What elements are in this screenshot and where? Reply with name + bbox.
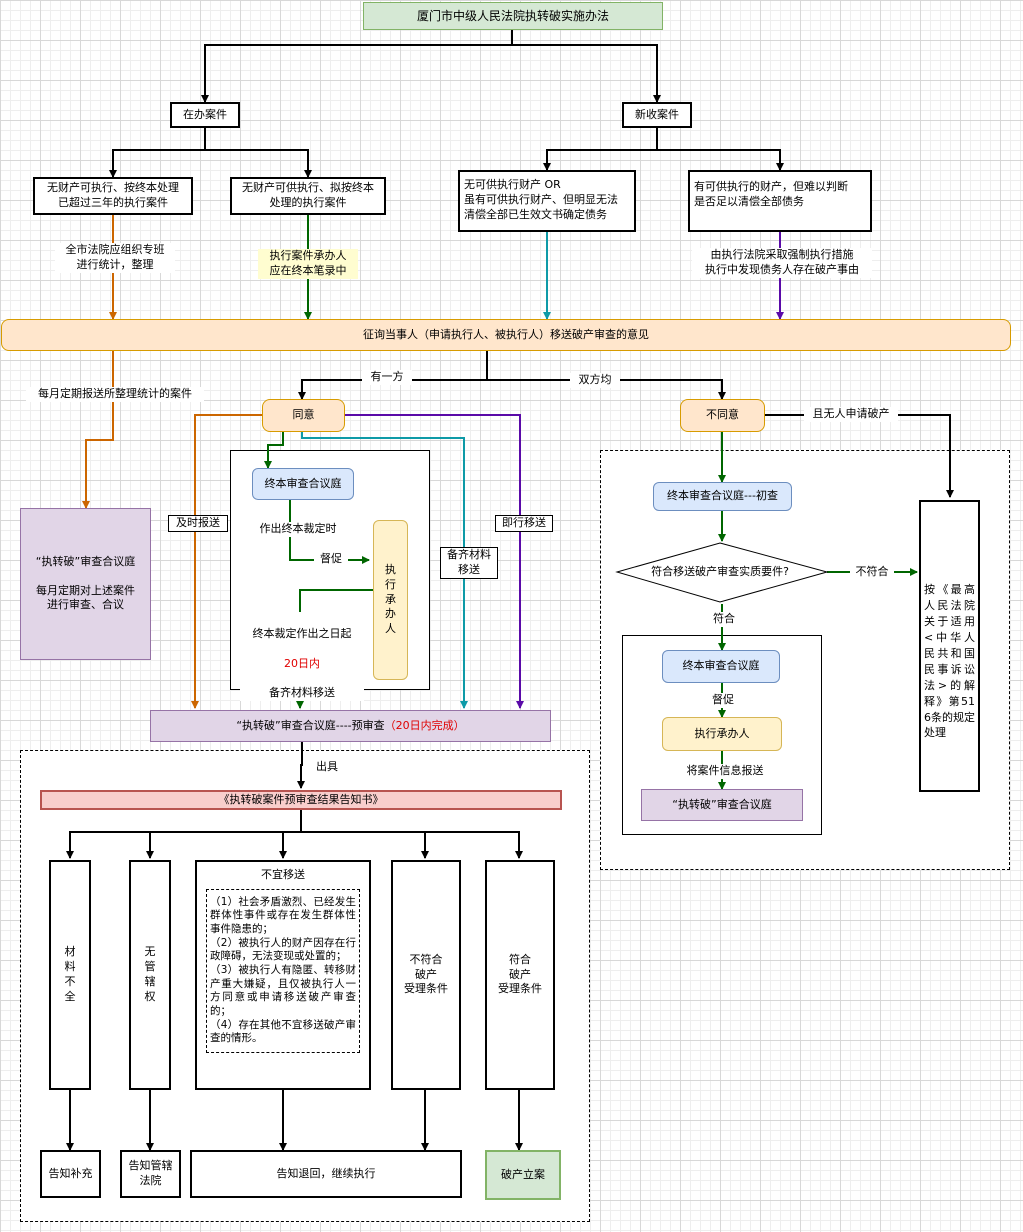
edge-label-issue: 出具 xyxy=(310,760,344,775)
case-node-4: 有可供执行的财产，但难以判断 是否足以清偿全部债务 xyxy=(688,170,872,232)
edge-label-city-courts: 全市法院应组织专班 进行统计，整理 xyxy=(55,243,175,273)
outcome-meet-criteria: 符合 破产 受理条件 xyxy=(485,860,555,1090)
agree-node: 同意 xyxy=(262,399,345,432)
pre-review-main: “执转破”审查合议庭----预审查 xyxy=(236,718,385,732)
deadline-days: 20日内 xyxy=(284,656,320,670)
disagree-node: 不同意 xyxy=(680,399,765,432)
consult-parties-node: 征询当事人（申请执行人、被执行人）移送破产审查的意见 xyxy=(1,319,1011,351)
outcome-not-suitable: 不宜移送 （1）社会矛盾激烈、已经发生群体性事件或存在发生群体性事件隐患的； （… xyxy=(195,860,371,1090)
edge-label-court-measures: 由执行法院采取强制执行措施 执行中发现债务人存在破产事由 xyxy=(692,248,872,278)
edge-label-monthly-report: 每月定期报送所整理统计的案件 xyxy=(26,387,204,402)
edge-label-not-meet: 不符合 xyxy=(850,565,894,580)
initial-review-panel: 终本审查合议庭---初查 xyxy=(653,482,792,511)
decision-text: 符合移送破产审查实质要件? xyxy=(651,564,789,578)
case-handler-vertical: 执 行 承 办 人 xyxy=(373,520,408,680)
edge-label-immediate: 即行移送 xyxy=(495,515,553,532)
edge-label-ruling-time: 作出终本裁定时 xyxy=(248,522,348,537)
outcome-incomplete-materials: 材 料 不 全 xyxy=(49,860,91,1090)
left-collegial-desc: 每月定期对上述案件 进行审查、合议 xyxy=(36,583,135,612)
collegial-panel-right: “执转破”审查合议庭 xyxy=(641,789,803,821)
deadline-pre: 终本裁定作出之日起 xyxy=(252,626,352,640)
edge-label-handler-record: 执行案件承办人 应在终本笔录中 xyxy=(258,249,358,279)
decision-diamond xyxy=(615,542,829,603)
final-notify-jurisdiction: 告知管辖 法院 xyxy=(120,1150,181,1198)
page-title: 厦门市中级人民法院执转破实施办法 xyxy=(363,2,663,30)
case-node-2: 无财产可供执行、拟按终本 处理的执行案件 xyxy=(230,177,386,215)
left-collegial-title: “执转破”审查合议庭 xyxy=(35,554,136,568)
case-node-1: 无财产可执行、按终本处理 已超过三年的执行案件 xyxy=(33,177,193,215)
not-suitable-title: 不宜移送 xyxy=(261,868,305,881)
final-review-panel-right: 终本审查合议庭 xyxy=(662,650,780,683)
final-bankruptcy-filing: 破产立案 xyxy=(485,1150,561,1200)
edge-label-supervise: 督促 xyxy=(314,552,348,567)
edge-label-meet: 符合 xyxy=(707,612,741,627)
deadline-post: 备齐材料移送 xyxy=(269,686,335,700)
pre-review-note: （20日内完成） xyxy=(384,718,465,732)
edge-label-supervise-2: 督促 xyxy=(706,693,740,708)
active-cases-node: 在办案件 xyxy=(170,102,240,128)
new-cases-node: 新收案件 xyxy=(622,102,692,128)
edge-label-prepare-materials: 备齐材料 移送 xyxy=(440,547,498,579)
pre-review-panel: “执转破”审查合议庭----预审查（20日内完成） xyxy=(150,710,551,742)
outcome-no-jurisdiction: 无 管 辖 权 xyxy=(129,860,171,1090)
edge-label-timely: 及时报送 xyxy=(168,515,228,532)
final-notify-supplement: 告知补充 xyxy=(40,1150,101,1198)
edge-label-both-sides: 双方均 xyxy=(570,373,620,388)
law-reference-box: 按《最高人民法院关于适用<中华人民共和国民事诉讼法>的解释》第516条的规定处理 xyxy=(919,500,980,792)
edge-label-report-info: 将案件信息报送 xyxy=(675,764,775,779)
final-review-panel-left: 终本审查合议庭 xyxy=(252,468,354,500)
not-suitable-list: （1）社会矛盾激烈、已经发生群体性事件或存在发生群体性事件隐患的； （2）被执行… xyxy=(206,888,360,1053)
final-return-continue: 告知退回，继续执行 xyxy=(190,1150,462,1198)
edge-label-no-applicant: 且无人申请破产 xyxy=(804,407,898,422)
notice-document: 《执转破案件预审查结果告知书》 xyxy=(40,790,562,810)
case-node-3: 无可供执行财产 OR 虽有可供执行财产、但明显无法 清偿全部已生效文书确定债务 xyxy=(458,170,636,232)
outcome-not-meet-criteria: 不符合 破产 受理条件 xyxy=(391,860,461,1090)
left-collegial-panel: “执转破”审查合议庭 每月定期对上述案件 进行审查、合议 xyxy=(20,508,151,660)
deadline-label: 终本裁定作出之日起 20日内 备齐材料移送 xyxy=(240,612,364,702)
edge-label-one-side: 有一方 xyxy=(362,370,412,385)
case-handler-right: 执行承办人 xyxy=(662,717,782,751)
